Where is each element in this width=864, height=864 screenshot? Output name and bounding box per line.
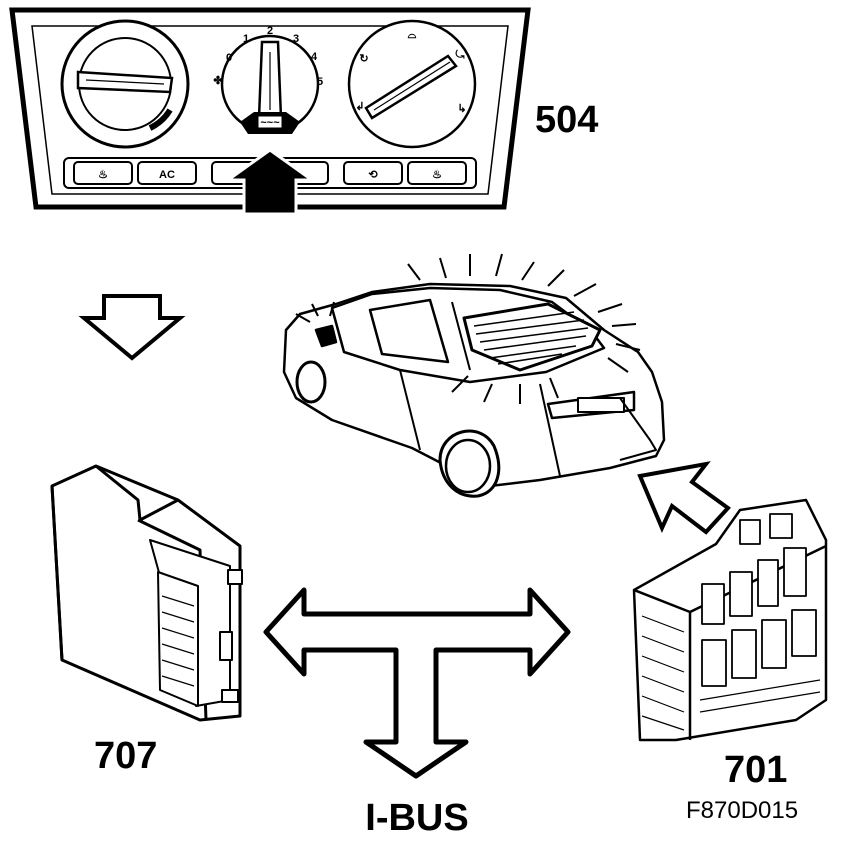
label-707: 707	[94, 735, 157, 777]
indicator-arrow	[223, 148, 317, 216]
svg-text:3: 3	[293, 33, 299, 45]
button-strip: ♨ AC ⟲ ♨	[63, 157, 477, 189]
recirculation-icon: ⟲	[368, 169, 378, 181]
fan-speed-dial[interactable]: ~~~ 0 1 2 3 4 5 ✤	[213, 25, 323, 134]
climate-control-panel: ~~~ 0 1 2 3 4 5 ✤ ↻ ⌓ ⤿ ↲ ↳ ♨	[9, 7, 531, 216]
i-bus-connection-arrow	[263, 587, 571, 779]
svg-text:1: 1	[243, 33, 249, 45]
air-distribution-dial[interactable]: ↻ ⌓ ⤿ ↲ ↳	[347, 19, 477, 149]
seat-heater-icon: ♨	[432, 169, 442, 181]
down-arrow	[78, 294, 186, 361]
module-701	[632, 498, 828, 742]
temperature-dial[interactable]	[60, 19, 190, 149]
car-illustration	[282, 282, 666, 498]
defrost-windshield-icon: ⌓	[408, 29, 417, 41]
label-701: 701	[724, 749, 787, 791]
ac-button[interactable]	[137, 161, 197, 185]
up-arrow	[637, 461, 731, 535]
figure-code: F870D015	[686, 797, 798, 824]
svg-text:0: 0	[226, 52, 232, 64]
rear-defrost-icon: ~~~	[260, 117, 280, 129]
left-seat-heater-button[interactable]	[73, 161, 133, 185]
recirculation-button[interactable]	[343, 161, 403, 185]
seat-heater-icon: ♨	[98, 169, 108, 181]
module-707	[50, 464, 243, 722]
vent-face-icon: ↻	[359, 53, 368, 65]
svg-text:4: 4	[311, 51, 318, 63]
fan-icon: ✤	[213, 75, 222, 87]
label-504: 504	[535, 99, 598, 141]
svg-text:2: 2	[267, 25, 273, 37]
label-i-bus: I-BUS	[365, 797, 468, 839]
light-rays	[295, 253, 641, 404]
ac-button-label: AC	[159, 169, 175, 181]
fan-scale: 0 1 2 3 4 5	[226, 25, 323, 88]
feet-windshield-icon: ↳	[457, 103, 466, 115]
defrost-feet-icon: ⤿	[455, 49, 465, 61]
feet-icon: ↲	[355, 101, 364, 113]
right-seat-heater-button[interactable]	[407, 161, 467, 185]
svg-text:5: 5	[317, 76, 323, 88]
